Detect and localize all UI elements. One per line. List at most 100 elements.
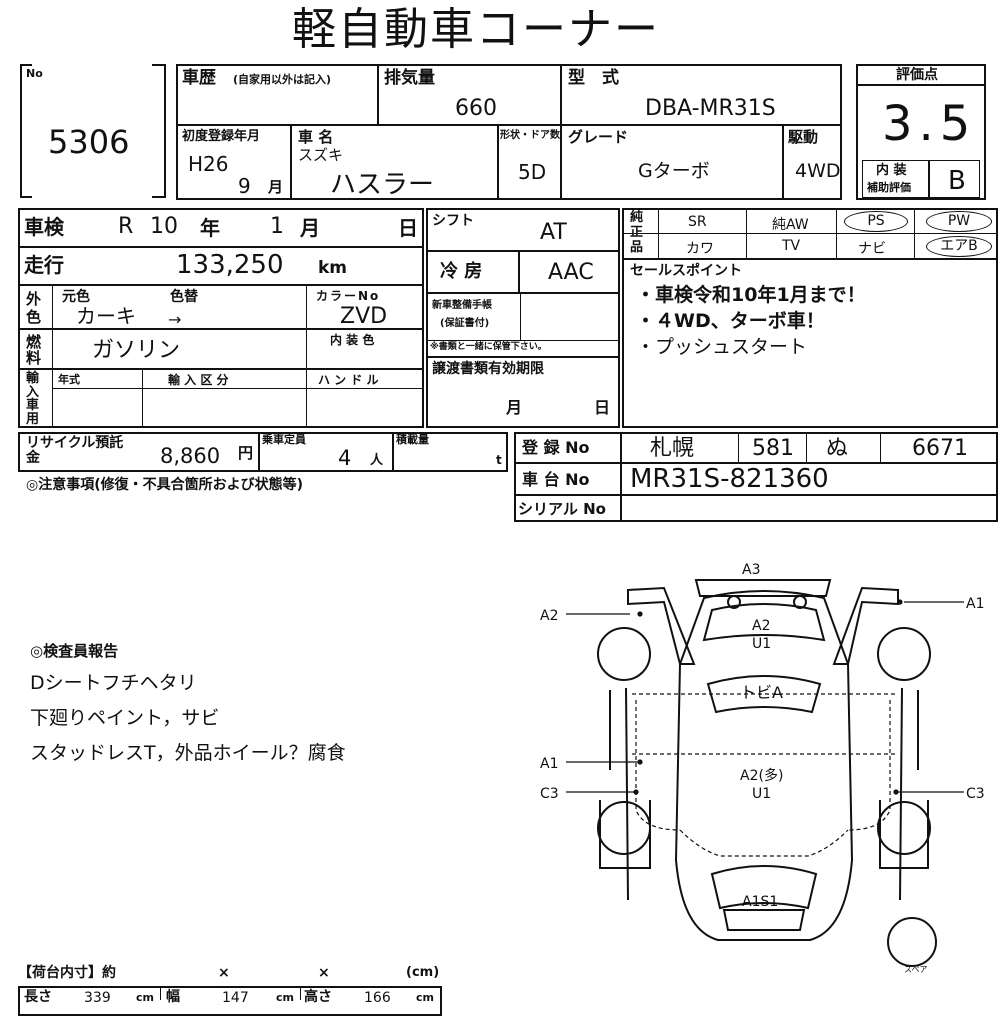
diag-roof-front-1: A2 — [752, 618, 770, 634]
first-reg-label: 初度登録年月 — [182, 129, 261, 144]
inspection-month-unit: 月 — [300, 216, 320, 240]
cargo-label: 【荷台内寸】約 — [18, 965, 116, 981]
cargo-height: 166 — [364, 990, 391, 1006]
registration-number: 6671 — [912, 436, 968, 461]
diag-roof-mid-1: A2(多) — [740, 767, 783, 784]
equip-genuine-aw: 純AW — [772, 217, 809, 233]
cargo-width: 147 — [222, 990, 249, 1006]
displacement-value: 660 — [455, 96, 497, 121]
diag-rear: A1S1 — [742, 894, 778, 910]
vehicle-info-block — [176, 64, 842, 200]
registration-city: 札幌 — [650, 436, 695, 461]
equipment-block — [622, 208, 998, 428]
inspector-line-3: スタッドレスT，外品ホイール？腐食 — [30, 742, 346, 764]
recycle-label: リサイクル預託金 — [26, 435, 124, 466]
grade-label: グレード — [568, 128, 629, 146]
interior-label: 内 装 — [876, 163, 907, 178]
recycle-unit: 円 — [238, 444, 254, 462]
model-label: 型 式 — [568, 68, 619, 88]
history-sublabel: (自家用以外は記入) — [233, 73, 332, 86]
import-year-label: 年式 — [58, 373, 80, 386]
inspection-year-unit: 年 — [200, 216, 220, 240]
cargo-length: 339 — [84, 990, 111, 1006]
equip-navi: ナビ — [858, 241, 886, 257]
aircon-value: AAC — [548, 260, 594, 285]
rating-label: 評価点 — [896, 67, 938, 83]
color-no-label: カラーNo — [316, 289, 381, 303]
model-value: DBA-MR31S — [645, 96, 776, 121]
diag-tobi: トビA — [740, 683, 783, 702]
sales-points-label: セールスポイント — [630, 263, 742, 279]
diag-a3-top: A3 — [742, 562, 760, 578]
import-type-label: 輸 入 区 分 — [168, 373, 229, 387]
inspector-label: ◎検査員報告 — [30, 642, 119, 660]
displacement-label: 排気量 — [384, 68, 435, 88]
diag-a1-left: A1 — [540, 756, 558, 772]
no-value: 5306 — [48, 123, 130, 161]
drive-label: 駆動 — [788, 128, 819, 146]
inspector-line-2: 下廻りペイント，サビ — [30, 707, 220, 729]
color-no-value: ZVD — [340, 304, 388, 329]
cargo-height-cm: cm — [416, 991, 434, 1004]
interior-sublabel: 補助評価 — [867, 181, 911, 194]
cargo-x1: × — [218, 965, 230, 981]
first-reg-year: H26 — [188, 152, 229, 176]
capacity-value: 4 — [338, 446, 352, 470]
fuel-label: 燃料 — [26, 333, 42, 367]
cargo-height-label: 高さ — [304, 989, 332, 1005]
transfer-day-unit: 日 — [594, 398, 611, 417]
serial-label: シリアル No — [518, 500, 606, 518]
cargo-width-cm: cm — [276, 991, 294, 1004]
car-name: ハスラー — [330, 170, 435, 200]
first-reg-month-unit: 月 — [268, 178, 284, 196]
inspector-line-1: Dシートフチヘタリ — [30, 672, 197, 694]
equip-ps-circled: PS — [844, 211, 908, 232]
equip-airbag-circled: エアB — [926, 236, 992, 257]
diag-spare: スペア — [904, 965, 927, 974]
rating-block — [856, 64, 986, 200]
middle-details-block — [426, 208, 620, 428]
recycle-value: 8,860 — [160, 444, 221, 468]
maintenance-label: 新車整備手帳 — [432, 300, 492, 311]
notes-label: ◎注意事項(修復・不具合箇所および状態等) — [26, 477, 304, 493]
cargo-length-label: 長さ — [24, 989, 52, 1005]
capacity-label: 乗車定員 — [262, 433, 306, 446]
sales-point-2: ・４WD、ターボ車！ — [636, 310, 825, 332]
sales-point-3: ・プッシュスタート — [636, 336, 808, 358]
shift-label: シフト — [432, 213, 474, 229]
car-maker: スズキ — [298, 146, 344, 164]
rating-value: 3.5 — [882, 96, 977, 152]
exterior-change-label: 色替 — [170, 289, 198, 305]
interior-rating-box — [862, 160, 980, 198]
body-doors-label: 形状・ドア数 — [500, 130, 560, 141]
chassis-label: 車 台 No — [522, 470, 590, 489]
exterior-orig-label: 元色 — [62, 289, 90, 305]
maintenance-note: ※書類と一緒に保管下さい。 — [430, 342, 547, 352]
transfer-docs-label: 譲渡書類有効期限 — [432, 361, 544, 377]
cargo-x2: × — [318, 965, 330, 981]
fuel-value: ガソリン — [92, 338, 181, 363]
drive-value: 4WD — [795, 160, 841, 182]
genuine-label: 純正品 — [630, 210, 644, 255]
body-doors-value: 5D — [518, 160, 547, 184]
registration-block — [514, 432, 998, 522]
left-details-block — [18, 208, 424, 428]
mileage-unit: km — [318, 258, 348, 278]
import-handle-label: ハ ン ド ル — [318, 373, 379, 387]
first-reg-month: 9 — [238, 174, 251, 198]
inspection-year: 10 — [150, 214, 178, 239]
inspection-era: R — [118, 214, 134, 239]
car-name-label: 車 名 — [298, 128, 334, 146]
registration-kana: ぬ — [826, 436, 849, 461]
import-label: 輸入車用 — [26, 371, 40, 427]
no-label: No — [26, 67, 43, 80]
diag-roof-front-2: U1 — [752, 636, 771, 652]
equip-leather: カワ — [686, 241, 714, 257]
exterior-arrow: → — [168, 310, 182, 329]
aircon-label: 冷 房 — [440, 261, 483, 282]
exterior-color: カーキ — [76, 304, 136, 328]
mileage-value: 133,250 — [176, 250, 284, 280]
cargo-width-label: 幅 — [166, 989, 180, 1005]
diag-c3-right: C3 — [966, 786, 985, 802]
transfer-month-unit: 月 — [506, 398, 523, 417]
